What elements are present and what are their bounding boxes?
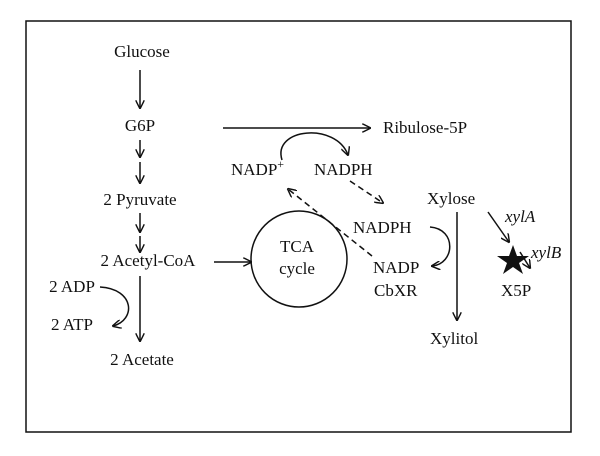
node-acetate: 2 Acetate (110, 350, 174, 369)
enzyme-cbxr: CbXR (374, 281, 418, 300)
diagram-frame (25, 20, 572, 433)
node-xylose: Xylose (427, 189, 475, 208)
arrow-xylose-xyla (487, 211, 509, 242)
node-adp: 2 ADP (49, 277, 95, 296)
node-xylitol: Xylitol (430, 329, 478, 348)
dashed-arrow-nadph-supply (349, 180, 383, 203)
arrow-nadph-nadp (429, 226, 451, 266)
node-ribulose: Ribulose-5P (383, 118, 467, 137)
star-icon (497, 245, 529, 274)
tca-cycle-circle (250, 210, 348, 308)
arrow-xylb (519, 251, 530, 268)
nadp-plus-base: NADP (231, 160, 277, 179)
tca-label: TCA (280, 237, 315, 256)
node-acetyl-coa: 2 Acetyl-CoA (101, 251, 197, 270)
node-glucose: Glucose (114, 42, 170, 61)
node-nadp-plus: NADP+ (231, 157, 284, 179)
nadp-plus-superscript: + (277, 157, 284, 171)
arrow-adp-atp (99, 286, 130, 326)
arrow-nadp-to-nadph (280, 132, 348, 161)
node-nadph-top: NADPH (314, 160, 373, 179)
tca-cycle-label: cycle (279, 259, 315, 278)
gene-xyla: xylA (504, 207, 536, 226)
node-nadph-right: NADPH (353, 218, 412, 237)
node-atp: 2 ATP (51, 315, 93, 334)
node-x5p: X5P (501, 281, 531, 300)
gene-xylb: xylB (530, 243, 562, 262)
dashed-arrow-nadp-return (288, 189, 373, 257)
node-g6p: G6P (125, 116, 155, 135)
node-pyruvate: 2 Pyruvate (103, 190, 176, 209)
node-nadp-right: NADP (373, 258, 419, 277)
